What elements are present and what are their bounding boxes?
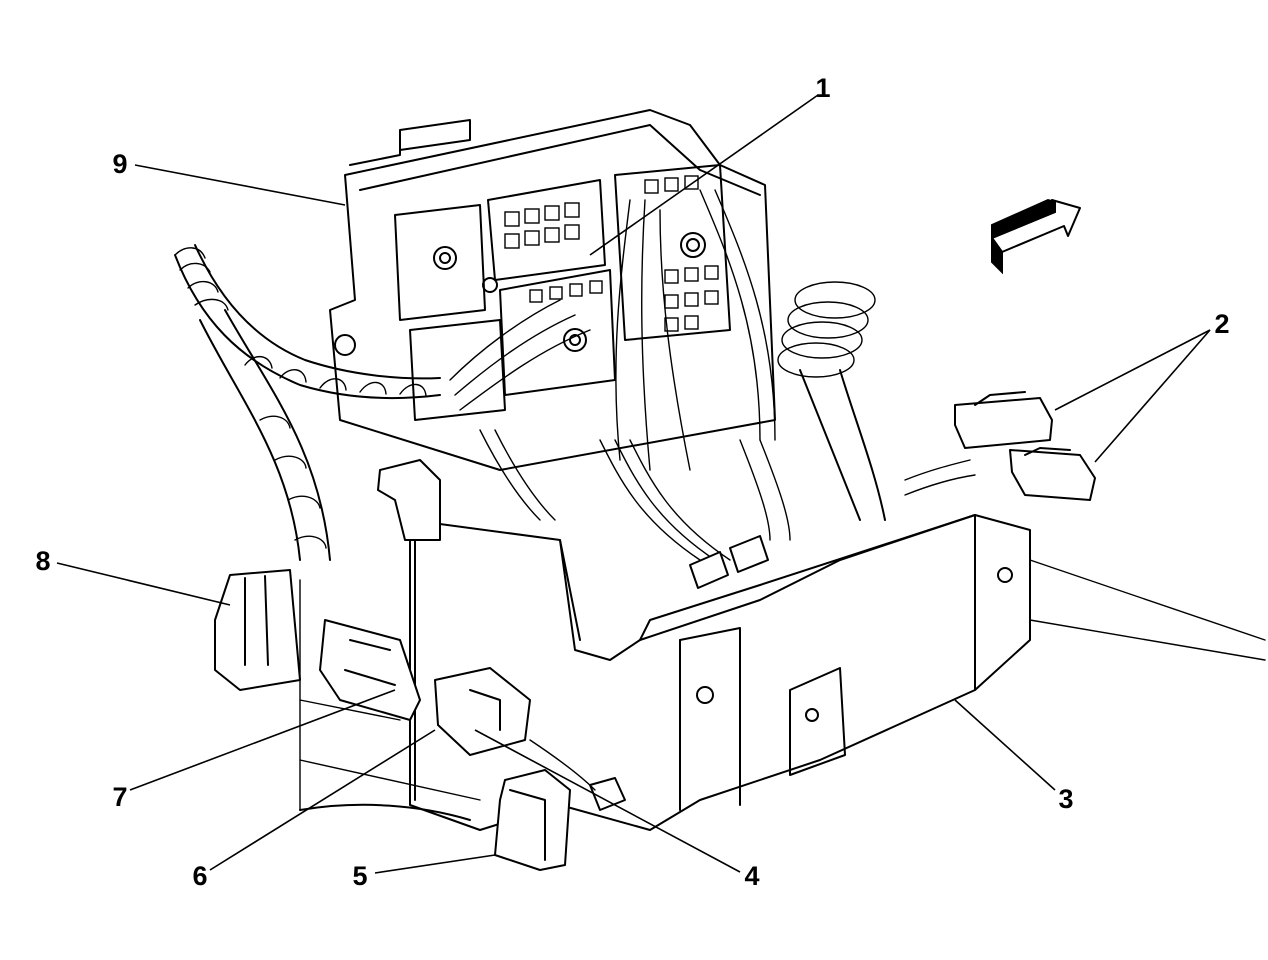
connector-5 <box>494 769 571 871</box>
connector-7 <box>319 619 421 721</box>
connector-8 <box>214 569 301 691</box>
callout-5: 5 <box>352 861 367 891</box>
callout-labels: 1 2 3 4 5 6 7 8 9 <box>35 73 1229 891</box>
connector-2 <box>954 391 1096 501</box>
connector-cavities <box>394 164 731 421</box>
leader-lines <box>56 94 1211 874</box>
callout-7: 7 <box>112 782 127 812</box>
callout-4: 4 <box>744 861 759 891</box>
retainer-clip <box>377 459 441 541</box>
connector-6 <box>434 667 531 756</box>
junction-block <box>329 109 776 471</box>
callout-6: 6 <box>192 861 207 891</box>
callout-3: 3 <box>1058 784 1073 814</box>
callout-2: 2 <box>1214 309 1229 339</box>
connector-4 <box>529 739 626 811</box>
callout-8: 8 <box>35 546 50 576</box>
forward-arrow-icon <box>991 198 1081 275</box>
callout-9: 9 <box>112 149 127 179</box>
callout-1: 1 <box>815 73 830 103</box>
wire-harness <box>174 189 976 589</box>
mounting-bracket <box>299 514 1266 831</box>
